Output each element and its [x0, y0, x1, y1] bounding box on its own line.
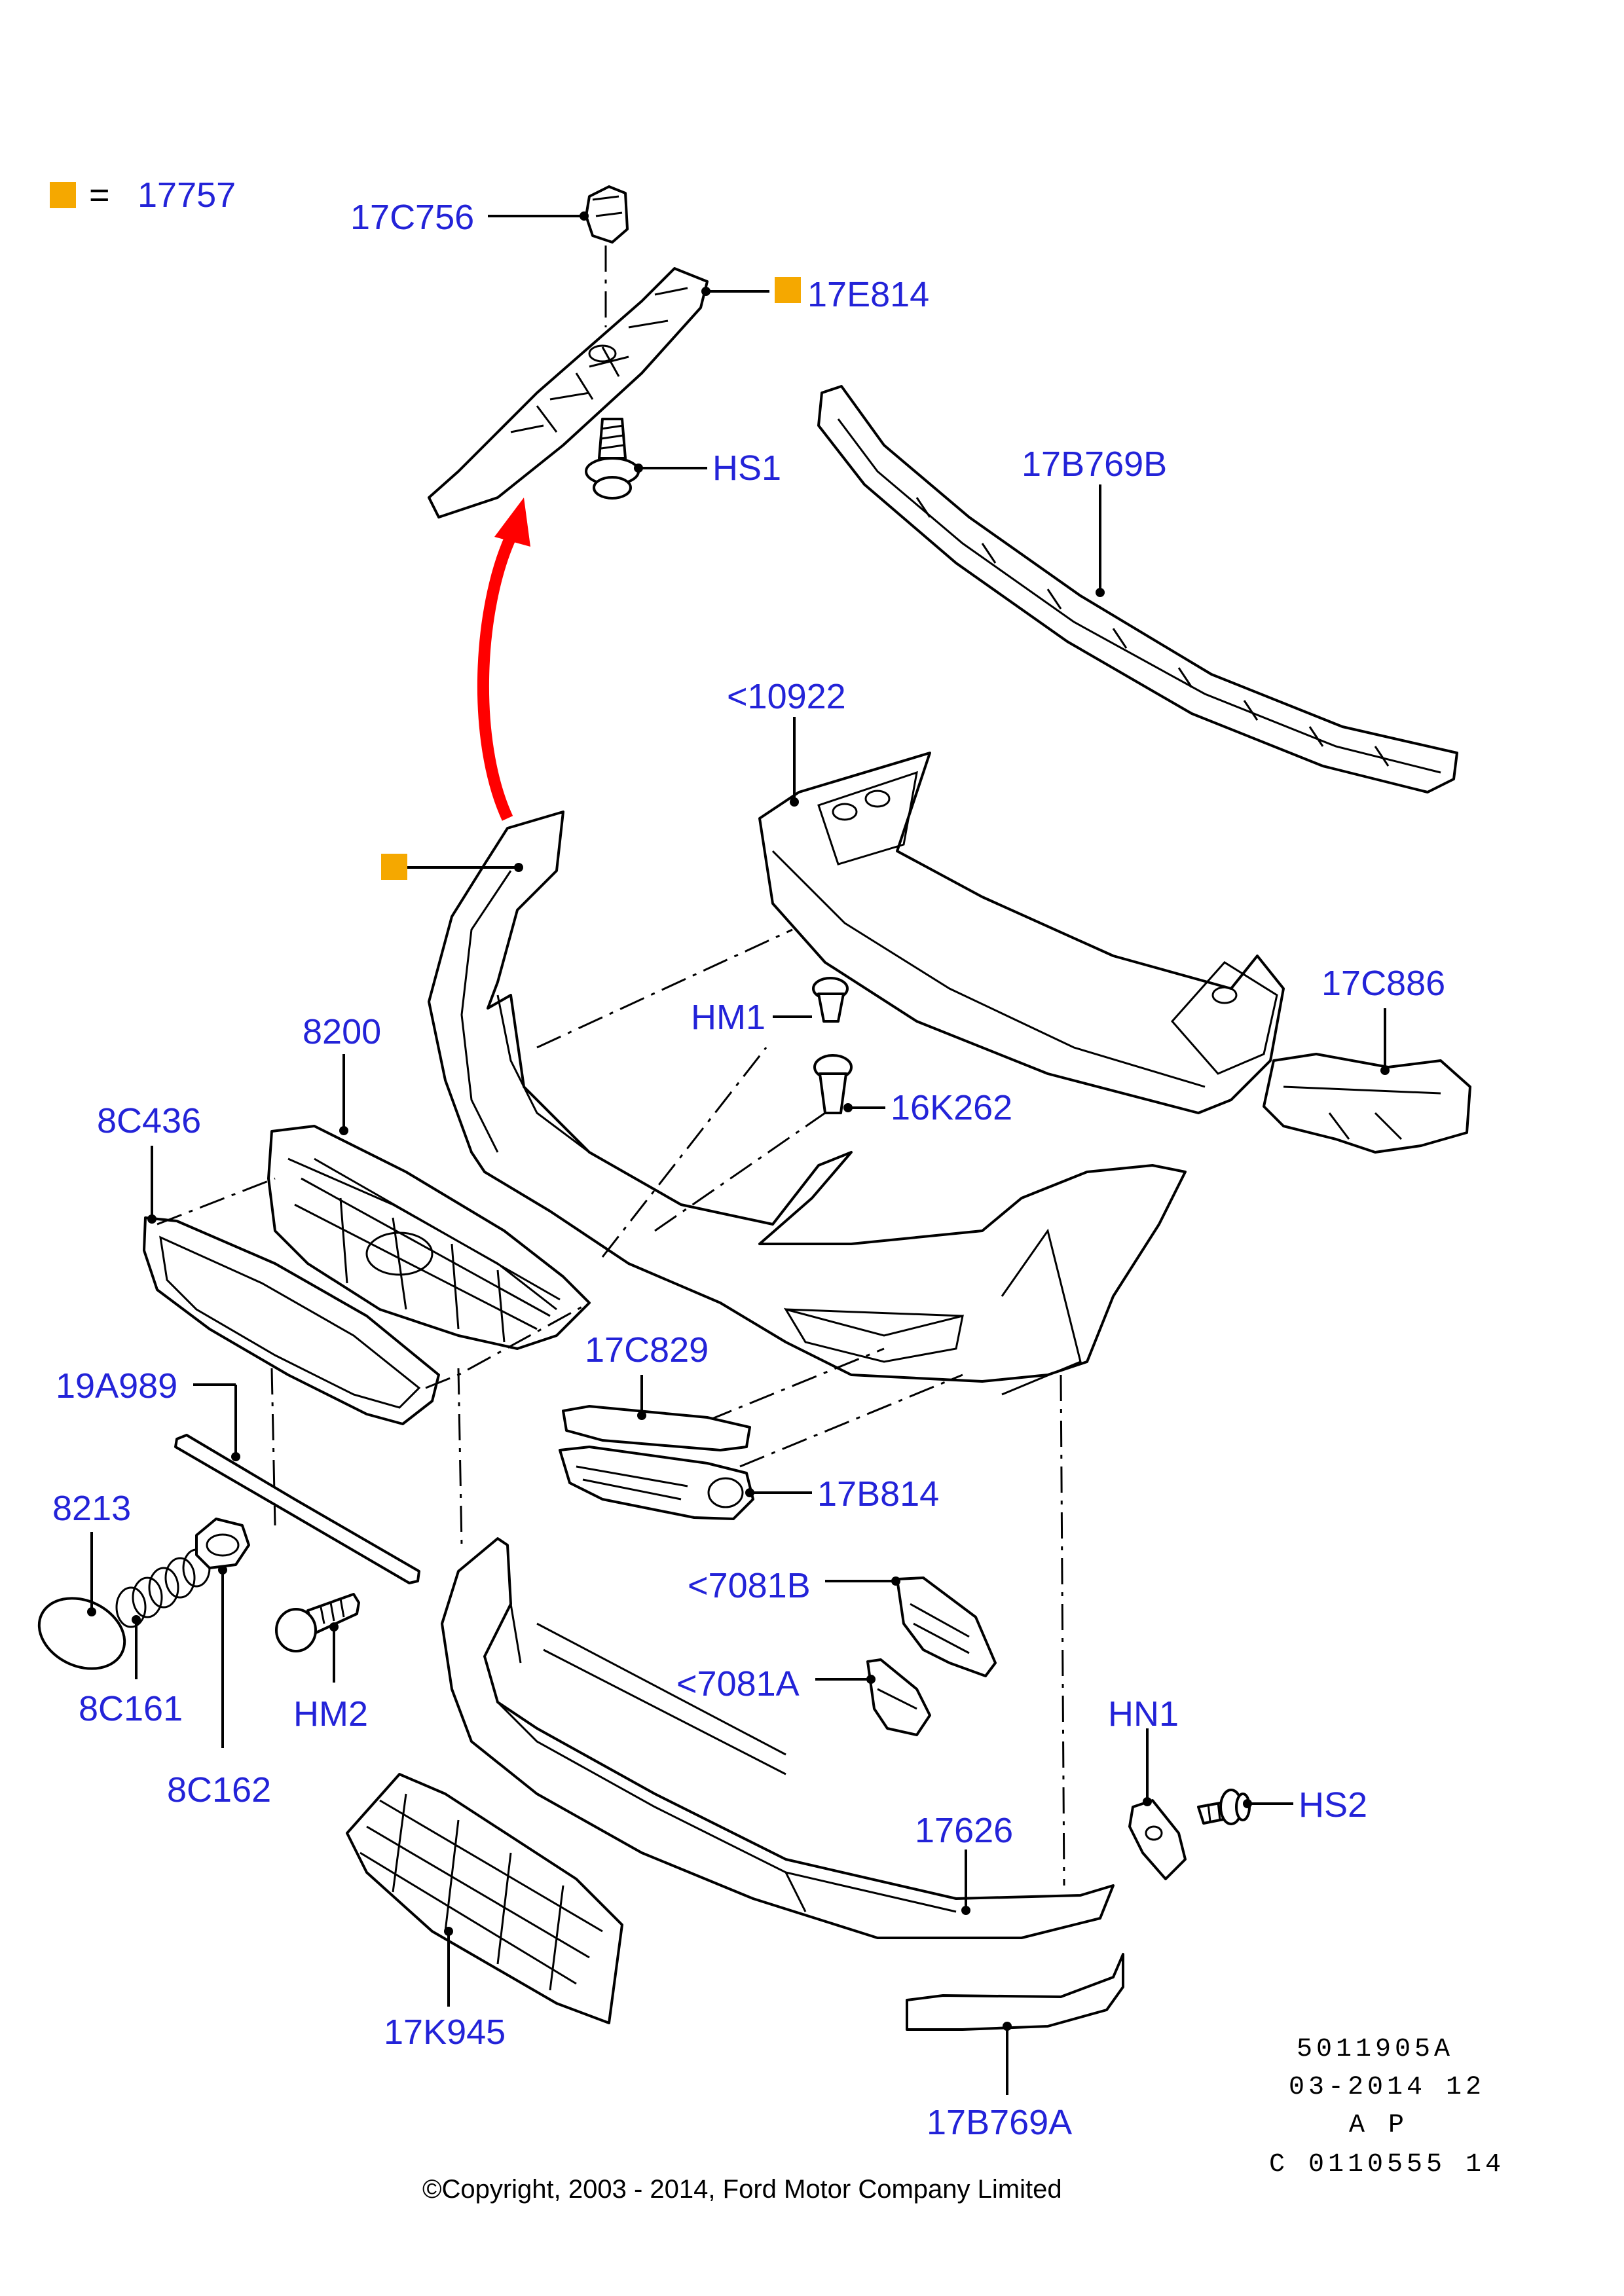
- label-17B769A: 17B769A: [927, 2103, 1072, 2142]
- label-17B769B: 17B769B: [1022, 445, 1167, 484]
- part-8213-emblem: [37, 1597, 126, 1670]
- part-17K945-grille: [346, 1773, 623, 2024]
- part-8C161-spring: [115, 1548, 211, 1628]
- label-8C162: 8C162: [167, 1770, 271, 1810]
- part-16K262-clip: [813, 1054, 853, 1114]
- part-8200-grille: [267, 1125, 591, 1350]
- label-HS2: HS2: [1299, 1785, 1367, 1825]
- part-8C436-frame: [143, 1216, 440, 1425]
- part-HS2-screw: [1197, 1789, 1251, 1825]
- meta-line-2: 03-2014 12: [1289, 2073, 1485, 2102]
- part-17C886-bracket: [1263, 1053, 1471, 1154]
- part-17B769B-absorber: [817, 385, 1458, 793]
- label-17E814: 17E814: [807, 275, 929, 314]
- label-17B814: 17B814: [817, 1474, 939, 1514]
- part-17C829-bezel: [562, 1405, 751, 1451]
- part-HM1-clip: [812, 977, 849, 1023]
- part-HM2-screw: [275, 1593, 360, 1652]
- label-8C161: 8C161: [79, 1689, 183, 1728]
- part-17B769A-absorber: [906, 1953, 1124, 2031]
- label-17626: 17626: [915, 1811, 1013, 1850]
- part-19A989-strip: [174, 1434, 420, 1584]
- part-7081B-bracket: [896, 1576, 997, 1677]
- meta-line-3: A P: [1349, 2111, 1408, 2140]
- part-7081A-bracket: [866, 1658, 931, 1736]
- marker-bumper-cover: [381, 854, 407, 880]
- part-HN1-clip: [1128, 1799, 1187, 1880]
- label-17K945: 17K945: [384, 2013, 506, 2052]
- meta-line-1: 5011905A: [1297, 2035, 1454, 2064]
- label-8200: 8200: [303, 1012, 381, 1051]
- label-HM1: HM1: [691, 998, 766, 1037]
- legend-part-number: 17757: [138, 175, 236, 215]
- label-HM2: HM2: [293, 1694, 368, 1734]
- label-10922: <10922: [727, 677, 846, 716]
- copyright-text: ©Copyright, 2003 - 2014, Ford Motor Comp…: [422, 2175, 1062, 2204]
- meta-line-4: C 0110555 14: [1269, 2150, 1505, 2179]
- legend-marker: [50, 182, 76, 208]
- part-17B814-insert: [559, 1446, 754, 1520]
- legend-equals: =: [89, 175, 110, 215]
- label-17C756: 17C756: [350, 198, 474, 237]
- part-8C162-clip: [195, 1518, 250, 1569]
- part-10922-beam: [758, 752, 1285, 1114]
- label-7081B: <7081B: [688, 1566, 811, 1605]
- label-HN1: HN1: [1108, 1694, 1179, 1734]
- marker-17E814: [775, 277, 801, 303]
- label-7081A: <7081A: [676, 1664, 800, 1704]
- label-17C886: 17C886: [1321, 964, 1445, 1003]
- part-17E814-bracket: [428, 267, 709, 519]
- label-8C436: 8C436: [97, 1101, 201, 1140]
- part-17C756-clip: [585, 185, 629, 244]
- red-arrowhead: [494, 498, 530, 547]
- part-17626-valance: [441, 1537, 1115, 1939]
- label-8213: 8213: [52, 1489, 131, 1528]
- part-HS1-bolt: [585, 418, 640, 500]
- label-HS1: HS1: [712, 448, 781, 488]
- red-arrow: [477, 534, 517, 821]
- label-16K262: 16K262: [891, 1088, 1012, 1127]
- part-bumper-cover: [428, 811, 1187, 1396]
- label-17C829: 17C829: [585, 1330, 709, 1370]
- label-19A989: 19A989: [56, 1366, 177, 1406]
